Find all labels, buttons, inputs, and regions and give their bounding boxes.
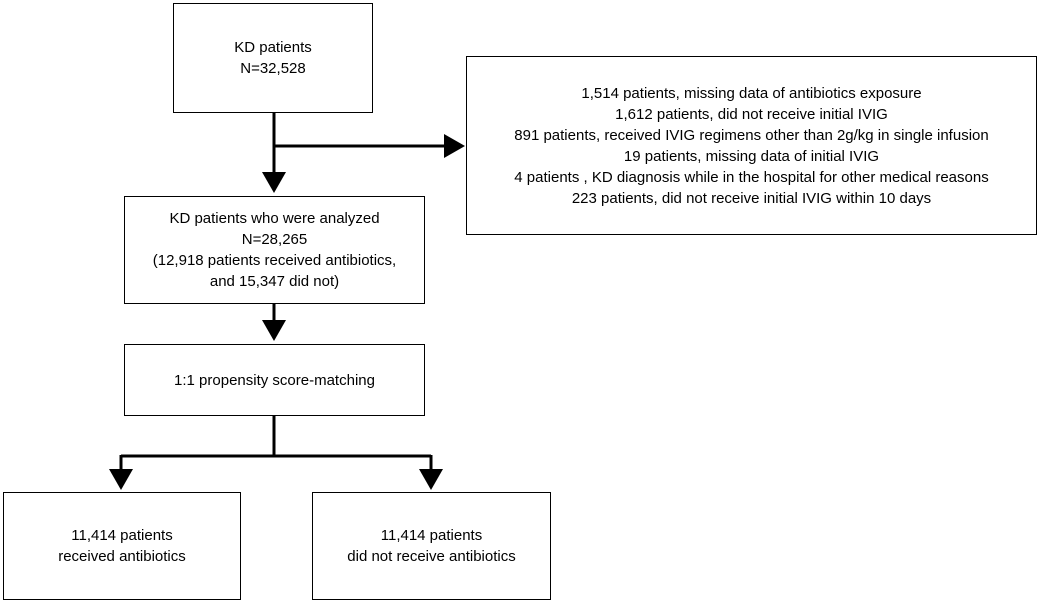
matching-box: 1:1 propensity score-matching bbox=[124, 344, 425, 416]
exclusion-item: 1,612 patients, did not receive initial … bbox=[615, 105, 888, 123]
analyzed-detail: and 15,347 did not) bbox=[209, 273, 340, 290]
analyzed-detail: (12,918 patients received antibiotics, bbox=[152, 252, 397, 269]
not-received-label: did not receive antibiotics bbox=[347, 548, 516, 565]
exclusion-item: 19 patients, missing data of initial IVI… bbox=[623, 147, 880, 165]
exclusions-box: 1,514 patients, missing data of antibiot… bbox=[466, 56, 1037, 235]
analyzed-label: KD patients who were analyzed bbox=[169, 210, 380, 227]
matching-label: 1:1 propensity score-matching bbox=[174, 371, 375, 389]
exclusion-item: 1,514 patients, missing data of antibiot… bbox=[581, 84, 922, 102]
not-received-box: 11,414 patients did not receive antibiot… bbox=[312, 492, 551, 600]
kd-patients-count: N=32,528 bbox=[240, 60, 306, 77]
exclusion-item: 223 patients, did not receive initial IV… bbox=[571, 189, 932, 207]
exclusion-item: 891 patients, received IVIG regimens oth… bbox=[514, 126, 989, 144]
exclusion-item: 4 patients , KD diagnosis while in the h… bbox=[514, 168, 989, 186]
received-count: 11,414 patients bbox=[71, 527, 173, 544]
received-box: 11,414 patients received antibiotics bbox=[3, 492, 241, 600]
received-label: received antibiotics bbox=[58, 548, 186, 565]
analyzed-box: KD patients who were analyzed N=28,265 (… bbox=[124, 196, 425, 304]
kd-patients-box: KD patients N=32,528 bbox=[173, 3, 373, 113]
kd-patients-label: KD patients bbox=[234, 39, 312, 56]
analyzed-count: N=28,265 bbox=[241, 231, 308, 248]
not-received-count: 11,414 patients bbox=[380, 527, 483, 544]
